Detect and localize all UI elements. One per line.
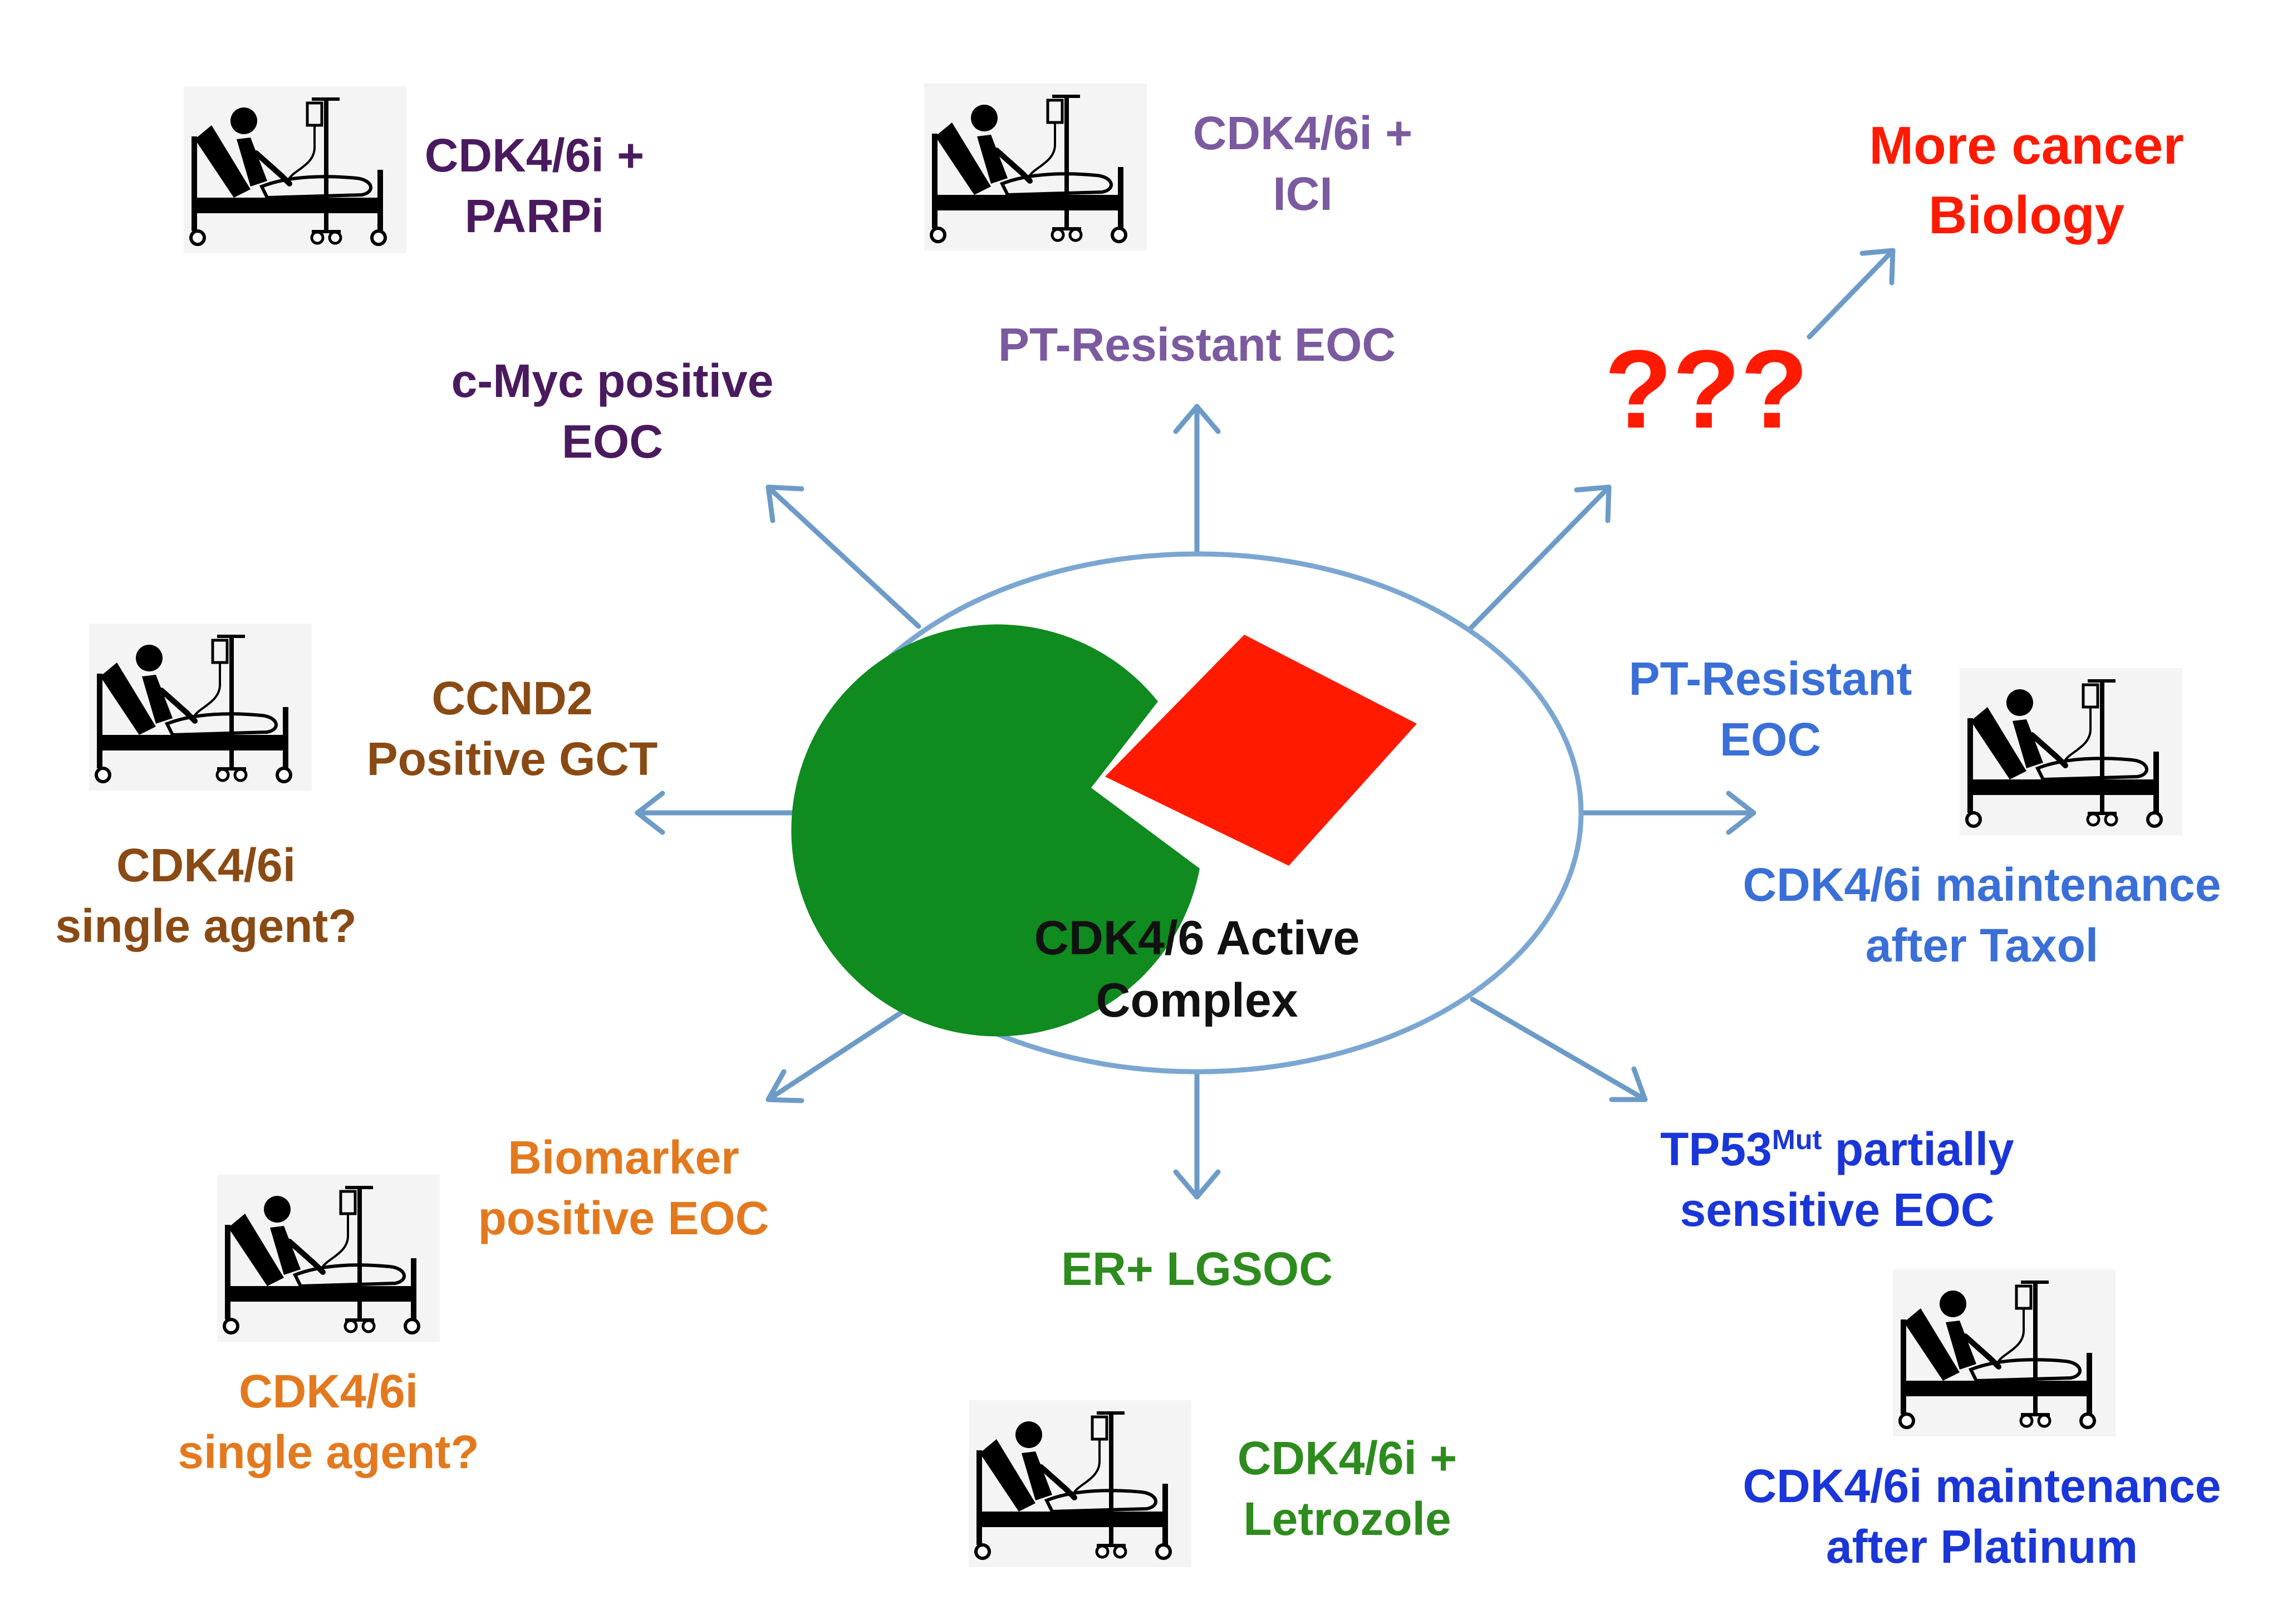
node-biomarker-line2: positive EOC <box>478 1192 769 1245</box>
patient-bed-icon <box>89 624 312 791</box>
patient-bed-icon <box>1893 1269 2116 1436</box>
cdk-green-shape <box>791 624 1200 1037</box>
therapy-parpi: CDK4/6i + PARPi <box>401 125 668 247</box>
node-pt-resistant-top-line1: PT-Resistant EOC <box>998 318 1396 371</box>
patient-bed-icon <box>969 1400 1191 1567</box>
therapy-ici: CDK4/6i + ICI <box>1169 103 1436 224</box>
therapy-single-left: CDK4/6i single agent? <box>33 835 379 956</box>
arrow-to-biology <box>1807 248 1896 340</box>
therapy-single-left-line1: CDK4/6i <box>116 839 296 891</box>
arrow-left <box>635 791 816 835</box>
arrow-down-right <box>1470 997 1648 1102</box>
arrow-up <box>1173 404 1221 557</box>
node-ccnd2: CCND2 Positive GCT <box>356 668 668 789</box>
arrow-right <box>1573 791 1756 835</box>
therapy-platinum-line2: after Platinum <box>1825 1520 2138 1573</box>
therapy-letrozole-line2: Letrozole <box>1243 1493 1451 1546</box>
node-pt-resistant-top: PT-Resistant EOC <box>980 315 1414 375</box>
arrow-down <box>1173 1069 1221 1200</box>
center-label: CDK4/6 Active Complex <box>1024 907 1370 1032</box>
therapy-taxol-line1: CDK4/6i maintenance <box>1743 858 2221 911</box>
therapy-single-bottom-left-line1: CDK4/6i <box>238 1365 419 1417</box>
cyclin-red-shape <box>1105 635 1417 866</box>
therapy-letrozole-line1: CDK4/6i + <box>1237 1432 1457 1484</box>
node-biomarker-line1: Biomarker <box>508 1131 739 1184</box>
tp53-main: TP53 <box>1660 1123 1772 1175</box>
node-cmyc-line1: c-Myc positive <box>451 355 774 407</box>
node-pt-resistant-right-line2: EOC <box>1719 713 1822 766</box>
node-pt-resistant-right-line1: PT-Resistant <box>1628 652 1912 705</box>
patient-bed-icon <box>924 84 1147 251</box>
more-biology-line1: More cancer <box>1869 116 2184 175</box>
patient-bed-icon <box>217 1175 440 1342</box>
node-ccnd2-line2: Positive GCT <box>366 733 658 786</box>
therapy-platinum-line1: CDK4/6i maintenance <box>1743 1460 2221 1512</box>
node-tp53-line2: sensitive EOC <box>1680 1184 1995 1237</box>
therapy-single-bottom-left: CDK4/6i single agent? <box>156 1361 501 1483</box>
node-cmyc: c-Myc positive EOC <box>423 351 802 472</box>
therapy-letrozole: CDK4/6i + Letrozole <box>1208 1428 1486 1549</box>
patient-bed-icon <box>1960 668 2182 835</box>
therapy-ici-line1: CDK4/6i + <box>1192 107 1413 159</box>
patient-bed-icon <box>184 86 406 253</box>
center-label-line1: CDK4/6 Active <box>1034 911 1360 965</box>
therapy-single-left-line2: single agent? <box>55 900 357 953</box>
node-tp53-line1: TP53Mut partially <box>1614 1119 2060 1180</box>
therapy-taxol: CDK4/6i maintenance after Taxol <box>1704 855 2260 976</box>
center-label-line2: Complex <box>1096 973 1298 1027</box>
tp53-sup: Mut <box>1771 1123 1822 1155</box>
more-biology-line2: Biology <box>1928 185 2124 245</box>
therapy-single-bottom-left-line2: single agent? <box>178 1426 479 1479</box>
node-pt-resistant-right: PT-Resistant EOC <box>1603 649 1937 770</box>
node-more-biology: More cancer Biology <box>1837 111 2216 251</box>
node-cmyc-line2: EOC <box>561 415 664 468</box>
therapy-parpi-line1: CDK4/6i + <box>424 129 645 181</box>
arrow-up-right <box>1467 484 1612 632</box>
node-tp53: TP53Mut partially sensitive EOC <box>1614 1119 2060 1240</box>
node-question-marks: ??? <box>1603 334 1809 445</box>
node-er-lgsoc: ER+ LGSOC <box>1030 1239 1364 1299</box>
node-ccnd2-line1: CCND2 <box>431 672 593 724</box>
therapy-platinum: CDK4/6i maintenance after Platinum <box>1704 1456 2260 1577</box>
node-er-lgsoc-line1: ER+ LGSOC <box>1061 1243 1333 1295</box>
node-biomarker: Biomarker positive EOC <box>451 1127 796 1249</box>
arrow-down-left <box>765 997 924 1103</box>
question-marks-text: ??? <box>1604 327 1809 452</box>
therapy-parpi-line2: PARPi <box>464 190 605 243</box>
arrow-up-left <box>765 484 921 629</box>
tp53-rest: partially <box>1822 1123 2014 1175</box>
therapy-taxol-line2: after Taxol <box>1865 919 2099 972</box>
therapy-ici-line2: ICI <box>1273 168 1333 220</box>
